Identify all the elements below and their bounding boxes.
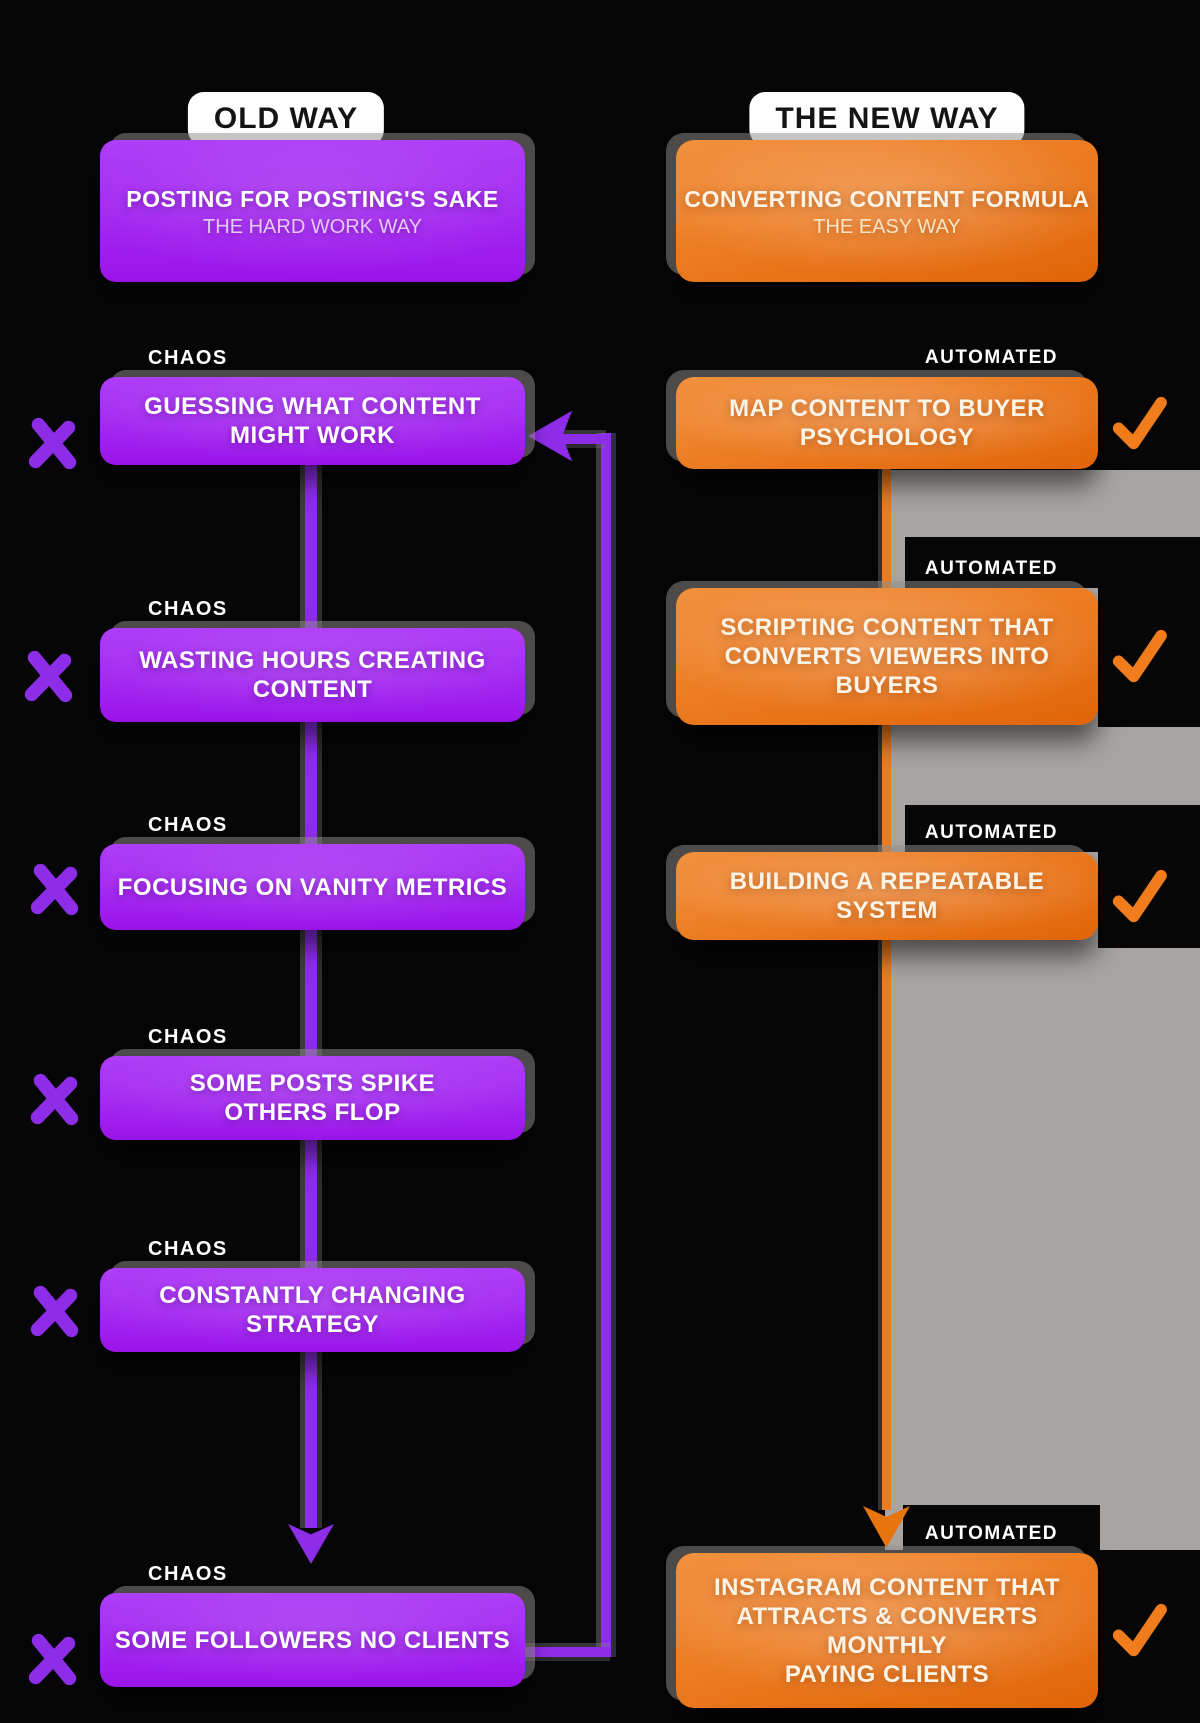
automated-label: AUTOMATED — [924, 558, 1058, 579]
new-way-header-title: CONVERTING CONTENT FORMULA — [684, 185, 1090, 212]
new-way-header-subtitle: THE EASY WAY — [813, 215, 961, 238]
check-icon — [1112, 396, 1167, 450]
arrow-down-icon — [288, 1524, 334, 1564]
new-way-badge: THE NEW WAY — [749, 92, 1025, 146]
black-patch — [905, 537, 1200, 588]
automated-label: AUTOMATED — [924, 1523, 1058, 1544]
chaos-label: CHAOS — [148, 1026, 228, 1048]
old-way-step-6: SOME FOLLOWERS NO CLIENTS — [100, 1593, 525, 1687]
black-patch — [905, 805, 1200, 852]
check-icon — [1112, 629, 1167, 683]
flow-connector — [305, 461, 317, 628]
x-icon — [24, 650, 73, 703]
loop-back-line — [556, 434, 606, 444]
chaos-label: CHAOS — [148, 1238, 228, 1260]
flow-connector — [305, 720, 317, 844]
check-icon — [1112, 1603, 1167, 1657]
automated-label: AUTOMATED — [924, 347, 1058, 368]
flow-connector — [305, 1350, 317, 1528]
flow-connector — [305, 928, 317, 1056]
old-way-badge: OLD WAY — [187, 92, 385, 146]
flow-connector — [882, 467, 891, 588]
new-way-step-4: INSTAGRAM CONTENT THAT ATTRACTS & CONVER… — [676, 1553, 1098, 1708]
new-way-step-2: SCRIPTING CONTENT THAT CONVERTS VIEWERS … — [676, 588, 1098, 725]
flow-connector — [882, 723, 891, 852]
new-way-step-1: MAP CONTENT TO BUYER PSYCHOLOGY — [676, 377, 1098, 469]
loop-back-line — [601, 433, 611, 1657]
chaos-label: CHAOS — [148, 1563, 228, 1585]
flow-connector — [305, 1138, 317, 1268]
old-way-step-2: WASTING HOURS CREATING CONTENT — [100, 628, 525, 722]
x-icon — [30, 1073, 79, 1126]
x-icon — [30, 863, 79, 916]
x-icon — [28, 417, 77, 470]
old-way-step-1: GUESSING WHAT CONTENT MIGHT WORK — [100, 377, 525, 465]
x-icon — [28, 1633, 77, 1686]
old-way-header-subtitle: THE HARD WORK WAY — [203, 215, 422, 238]
chaos-label: CHAOS — [148, 814, 228, 836]
flow-connector — [882, 938, 891, 1510]
x-icon — [30, 1285, 79, 1338]
chaos-label: CHAOS — [148, 347, 228, 369]
old-way-step-3: FOCUSING ON VANITY METRICS — [100, 844, 525, 930]
old-way-header-title: POSTING FOR POSTING'S SAKE — [126, 185, 499, 212]
new-way-header: CONVERTING CONTENT FORMULA THE EASY WAY — [676, 140, 1098, 282]
new-way-step-3: BUILDING A REPEATABLE SYSTEM — [676, 852, 1098, 940]
loop-back-line — [521, 1647, 610, 1657]
automated-label: AUTOMATED — [924, 822, 1058, 843]
check-icon — [1112, 869, 1167, 923]
old-way-step-4: SOME POSTS SPIKE OTHERS FLOP — [100, 1056, 525, 1140]
chaos-label: CHAOS — [148, 598, 228, 620]
old-way-step-5: CONSTANTLY CHANGING STRATEGY — [100, 1268, 525, 1352]
black-patch — [903, 1505, 1100, 1550]
old-way-header: POSTING FOR POSTING'S SAKE THE HARD WORK… — [100, 140, 525, 282]
